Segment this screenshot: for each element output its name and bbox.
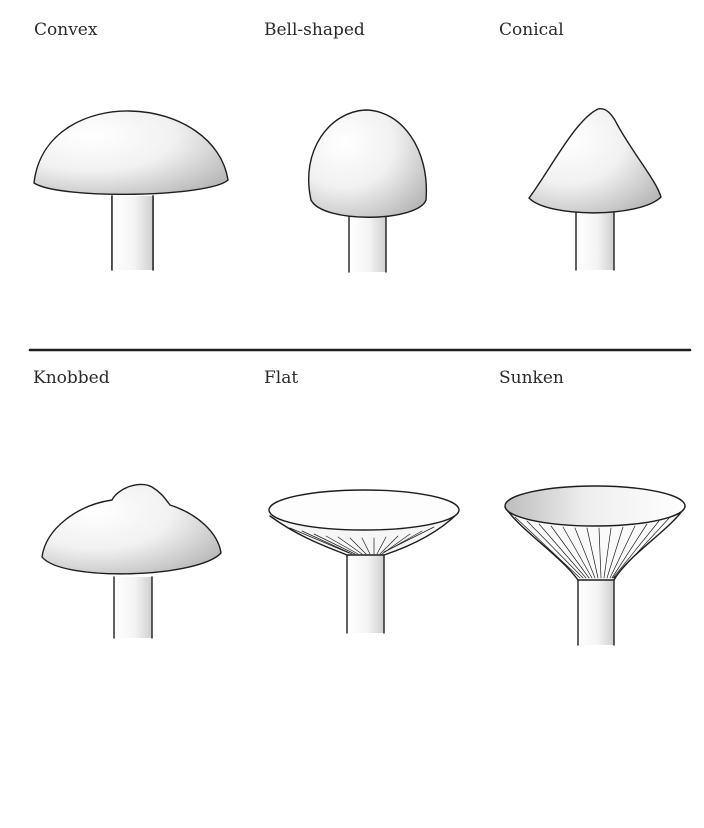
conical-cap	[528, 107, 662, 214]
bell-shaped-mushroom	[308, 109, 428, 273]
sunken-funnel	[504, 506, 686, 581]
flat-gill-lines	[289, 526, 435, 555]
convex-cap	[33, 110, 229, 196]
caption-knobbed: Knobbed	[33, 368, 110, 388]
convex-mushroom	[33, 110, 229, 271]
caption-bell-shaped: Bell-shaped	[264, 20, 365, 40]
knobbed-cap	[41, 483, 222, 575]
flat-mushroom	[268, 489, 460, 634]
flat-stem	[346, 554, 385, 634]
sunken-stem	[577, 579, 615, 646]
conical-mushroom	[528, 107, 662, 271]
bell-stem	[348, 209, 387, 273]
conical-stem	[575, 211, 615, 271]
knobbed-stem	[113, 576, 153, 639]
sunken-cap-rim	[504, 485, 686, 527]
bell-cap	[308, 109, 428, 218]
caption-flat: Flat	[264, 368, 299, 388]
sunken-mushroom	[504, 485, 686, 646]
sunken-gill-lines	[514, 515, 672, 579]
knobbed-mushroom	[41, 483, 222, 639]
caption-conical: Conical	[499, 20, 564, 40]
flat-cap	[268, 489, 460, 531]
caption-convex: Convex	[34, 20, 98, 40]
caption-sunken: Sunken	[499, 368, 564, 388]
